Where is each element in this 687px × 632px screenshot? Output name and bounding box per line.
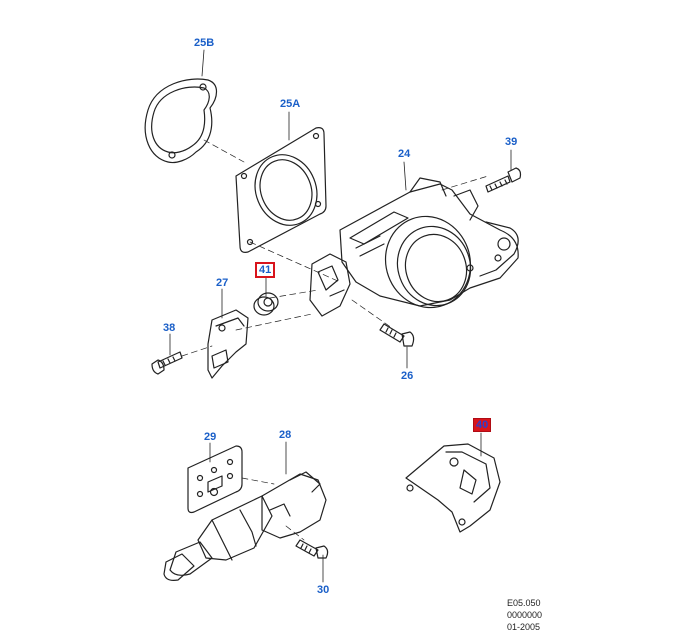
- callout-25a[interactable]: 25A: [280, 98, 301, 110]
- callout-25b[interactable]: 25B: [194, 37, 215, 49]
- leader-lines: [169, 49, 512, 583]
- callout-24[interactable]: 24: [398, 148, 411, 160]
- spacer-41-part: [253, 292, 279, 316]
- bracket-40-part: [405, 443, 501, 533]
- valve-28-part: [163, 471, 327, 581]
- diagram-ref-code: E05.050: [507, 598, 541, 608]
- callout-28[interactable]: 28: [279, 429, 292, 441]
- screw-26-part: [379, 323, 415, 347]
- callout-26[interactable]: 26: [401, 370, 414, 382]
- sensor-27-part: [207, 309, 249, 379]
- screw-38-part: [151, 351, 183, 375]
- screw-39-part: [485, 167, 522, 193]
- screw-30-part: [295, 539, 329, 559]
- gasket-29-part: [187, 445, 243, 514]
- gasket-25a-part: [235, 127, 327, 253]
- diagram-ref-date: 01-2005: [507, 622, 541, 632]
- callout-29[interactable]: 29: [204, 431, 217, 443]
- gasket-25b-part: [144, 78, 218, 164]
- callout-27[interactable]: 27: [216, 277, 229, 289]
- callout-41[interactable]: 41: [255, 262, 276, 278]
- throttle-body-24-part: [309, 177, 519, 317]
- callout-39[interactable]: 39: [505, 136, 518, 148]
- diagram-ref-number: 0000000: [507, 610, 543, 620]
- callout-38[interactable]: 38: [163, 322, 176, 334]
- callout-40[interactable]: 40: [473, 418, 492, 432]
- callout-30[interactable]: 30: [317, 584, 330, 596]
- alignment-lines: [181, 139, 489, 541]
